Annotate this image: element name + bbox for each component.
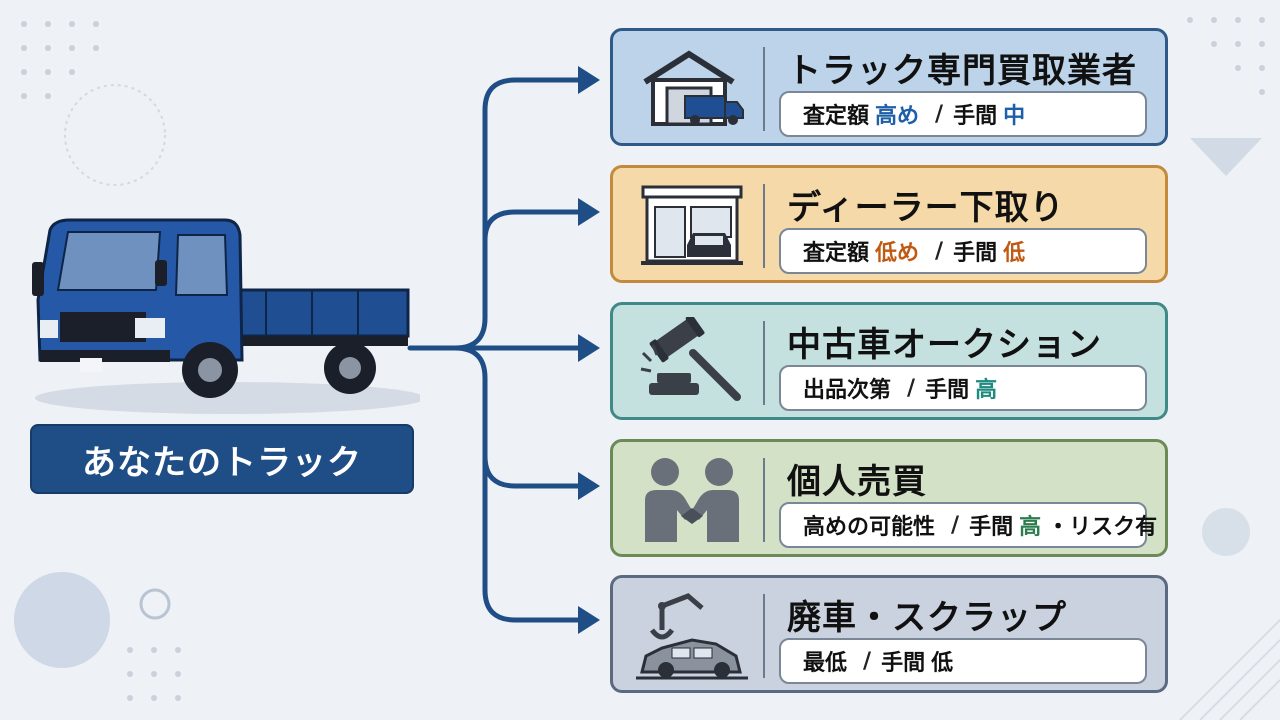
- route-title: ディーラー下取り: [787, 188, 1065, 228]
- evaluation-text: 査定額: [803, 104, 870, 129]
- truck-illustration: [32, 218, 420, 414]
- evaluation-text: 低: [1003, 241, 1026, 266]
- separator: /: [935, 238, 944, 264]
- separator: /: [907, 375, 916, 401]
- route-title: トラック専門買取業者: [787, 51, 1137, 91]
- separator: /: [935, 101, 944, 127]
- evaluation-text: 手間: [953, 104, 998, 129]
- route-evaluation: 査定額低め / 手間低: [779, 228, 1147, 274]
- evaluation-text: ・リスク有: [1047, 515, 1158, 540]
- route-card: トラック専門買取業者査定額高め / 手間中: [610, 28, 1168, 146]
- route-evaluation: 最低 / 手間低: [779, 638, 1147, 684]
- evaluation-text: 低: [931, 651, 954, 676]
- route-title: 廃車・スクラップ: [787, 598, 1067, 638]
- evaluation-text: 高: [975, 378, 998, 403]
- route-card: 個人売買高めの可能性 / 手間高・リスク有: [610, 439, 1168, 557]
- route-title: 中古車オークション: [787, 325, 1102, 365]
- evaluation-text: 高: [1019, 515, 1042, 540]
- route-evaluation: 高めの可能性 / 手間高・リスク有: [779, 502, 1157, 548]
- route-title: 個人売買: [787, 462, 927, 502]
- route-card: 廃車・スクラップ最低 / 手間低: [610, 575, 1168, 693]
- evaluation-text: 中: [1003, 104, 1026, 129]
- separator: /: [863, 648, 872, 674]
- evaluation-text: 査定額: [803, 241, 870, 266]
- gavel-icon: [627, 315, 757, 409]
- card-divider: [763, 47, 765, 131]
- evaluation-text: 手間: [881, 651, 926, 676]
- scrap-car-icon: [627, 588, 757, 682]
- route-card: 中古車オークション出品次第 / 手間高: [610, 302, 1168, 420]
- card-divider: [763, 458, 765, 542]
- dealership-icon: [627, 178, 757, 272]
- route-evaluation: 出品次第 / 手間高: [779, 365, 1147, 411]
- evaluation-text: 高めの可能性: [803, 515, 936, 540]
- card-divider: [763, 184, 765, 268]
- route-card: ディーラー下取り査定額低め / 手間低: [610, 165, 1168, 283]
- evaluation-text: 最低: [803, 651, 848, 676]
- card-divider: [763, 594, 765, 678]
- evaluation-text: 出品次第: [803, 378, 892, 403]
- route-evaluation: 査定額高め / 手間中: [779, 91, 1147, 137]
- your-truck-label: あなたのトラック: [30, 424, 414, 494]
- evaluation-text: 手間: [953, 241, 998, 266]
- handshake-icon: [627, 452, 757, 546]
- evaluation-text: 手間: [925, 378, 970, 403]
- warehouse-truck-icon: [627, 41, 757, 135]
- evaluation-text: 低め: [875, 241, 920, 266]
- card-divider: [763, 321, 765, 405]
- separator: /: [951, 512, 960, 538]
- evaluation-text: 手間: [969, 515, 1014, 540]
- evaluation-text: 高め: [875, 104, 920, 129]
